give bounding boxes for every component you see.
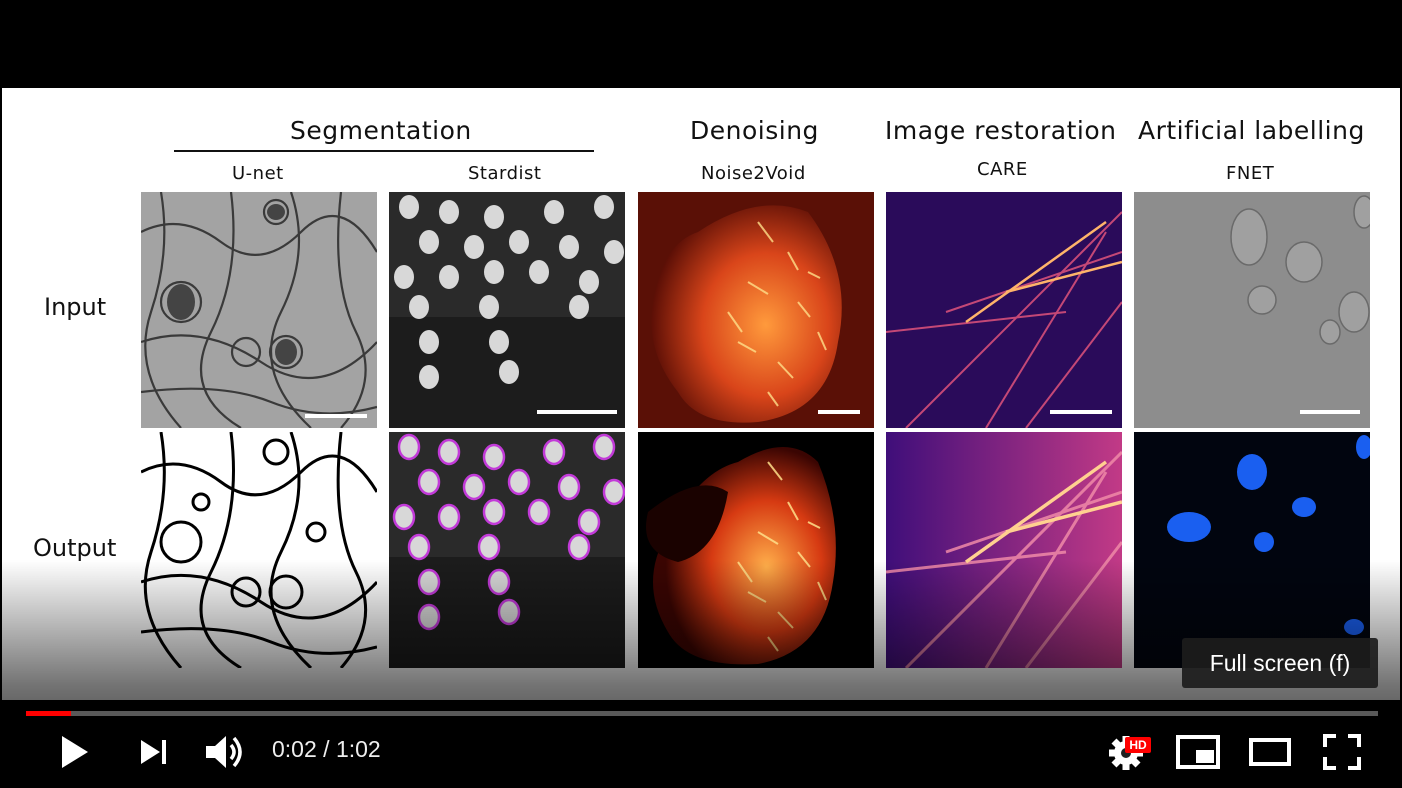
row-label-output: Output: [33, 534, 117, 562]
play-icon: [62, 736, 88, 768]
next-button[interactable]: [138, 737, 170, 767]
hd-badge: HD: [1125, 737, 1151, 753]
header-segmentation: Segmentation: [290, 116, 472, 145]
fullscreen-icon: [1323, 734, 1361, 770]
video-letterbox-top: [0, 0, 1402, 88]
scale-bar: [818, 410, 860, 414]
segmentation-underline: [174, 150, 594, 152]
theater-mode-button[interactable]: [1248, 735, 1292, 769]
method-noise2void: Noise2Void: [701, 163, 806, 184]
time-separator: /: [316, 736, 336, 762]
care-input-image: [886, 192, 1122, 428]
theater-icon: [1249, 738, 1291, 766]
header-image-restoration: Image restoration: [885, 116, 1117, 145]
noise2void-input-image: [638, 192, 874, 428]
current-time: 0:02: [272, 736, 317, 762]
progress-bar[interactable]: [26, 711, 1378, 716]
play-button[interactable]: [56, 733, 92, 771]
scale-bar: [305, 414, 367, 418]
fullscreen-button[interactable]: [1322, 733, 1362, 771]
header-artificial-labelling: Artificial labelling: [1138, 116, 1365, 145]
scale-bar: [537, 410, 617, 414]
method-unet: U-net: [232, 163, 284, 184]
fnet-input-image: [1134, 192, 1370, 428]
volume-icon: [206, 736, 242, 768]
miniplayer-button[interactable]: [1176, 733, 1220, 771]
miniplayer-icon: [1176, 735, 1220, 769]
method-care: CARE: [977, 159, 1028, 180]
progress-played: [26, 711, 71, 716]
method-stardist: Stardist: [468, 163, 542, 184]
scale-bar: [1050, 410, 1112, 414]
duration: 1:02: [335, 736, 381, 762]
stardist-input-image: [389, 192, 625, 428]
fullscreen-tooltip: Full screen (f): [1182, 638, 1378, 688]
next-icon: [141, 740, 166, 764]
method-fnet: FNET: [1226, 163, 1275, 184]
header-denoising: Denoising: [690, 116, 819, 145]
unet-input-image: [141, 192, 377, 428]
time-display: 0:02 / 1:02: [272, 736, 381, 763]
scale-bar: [1300, 410, 1360, 414]
row-label-input: Input: [44, 293, 107, 321]
volume-button[interactable]: [204, 733, 246, 771]
